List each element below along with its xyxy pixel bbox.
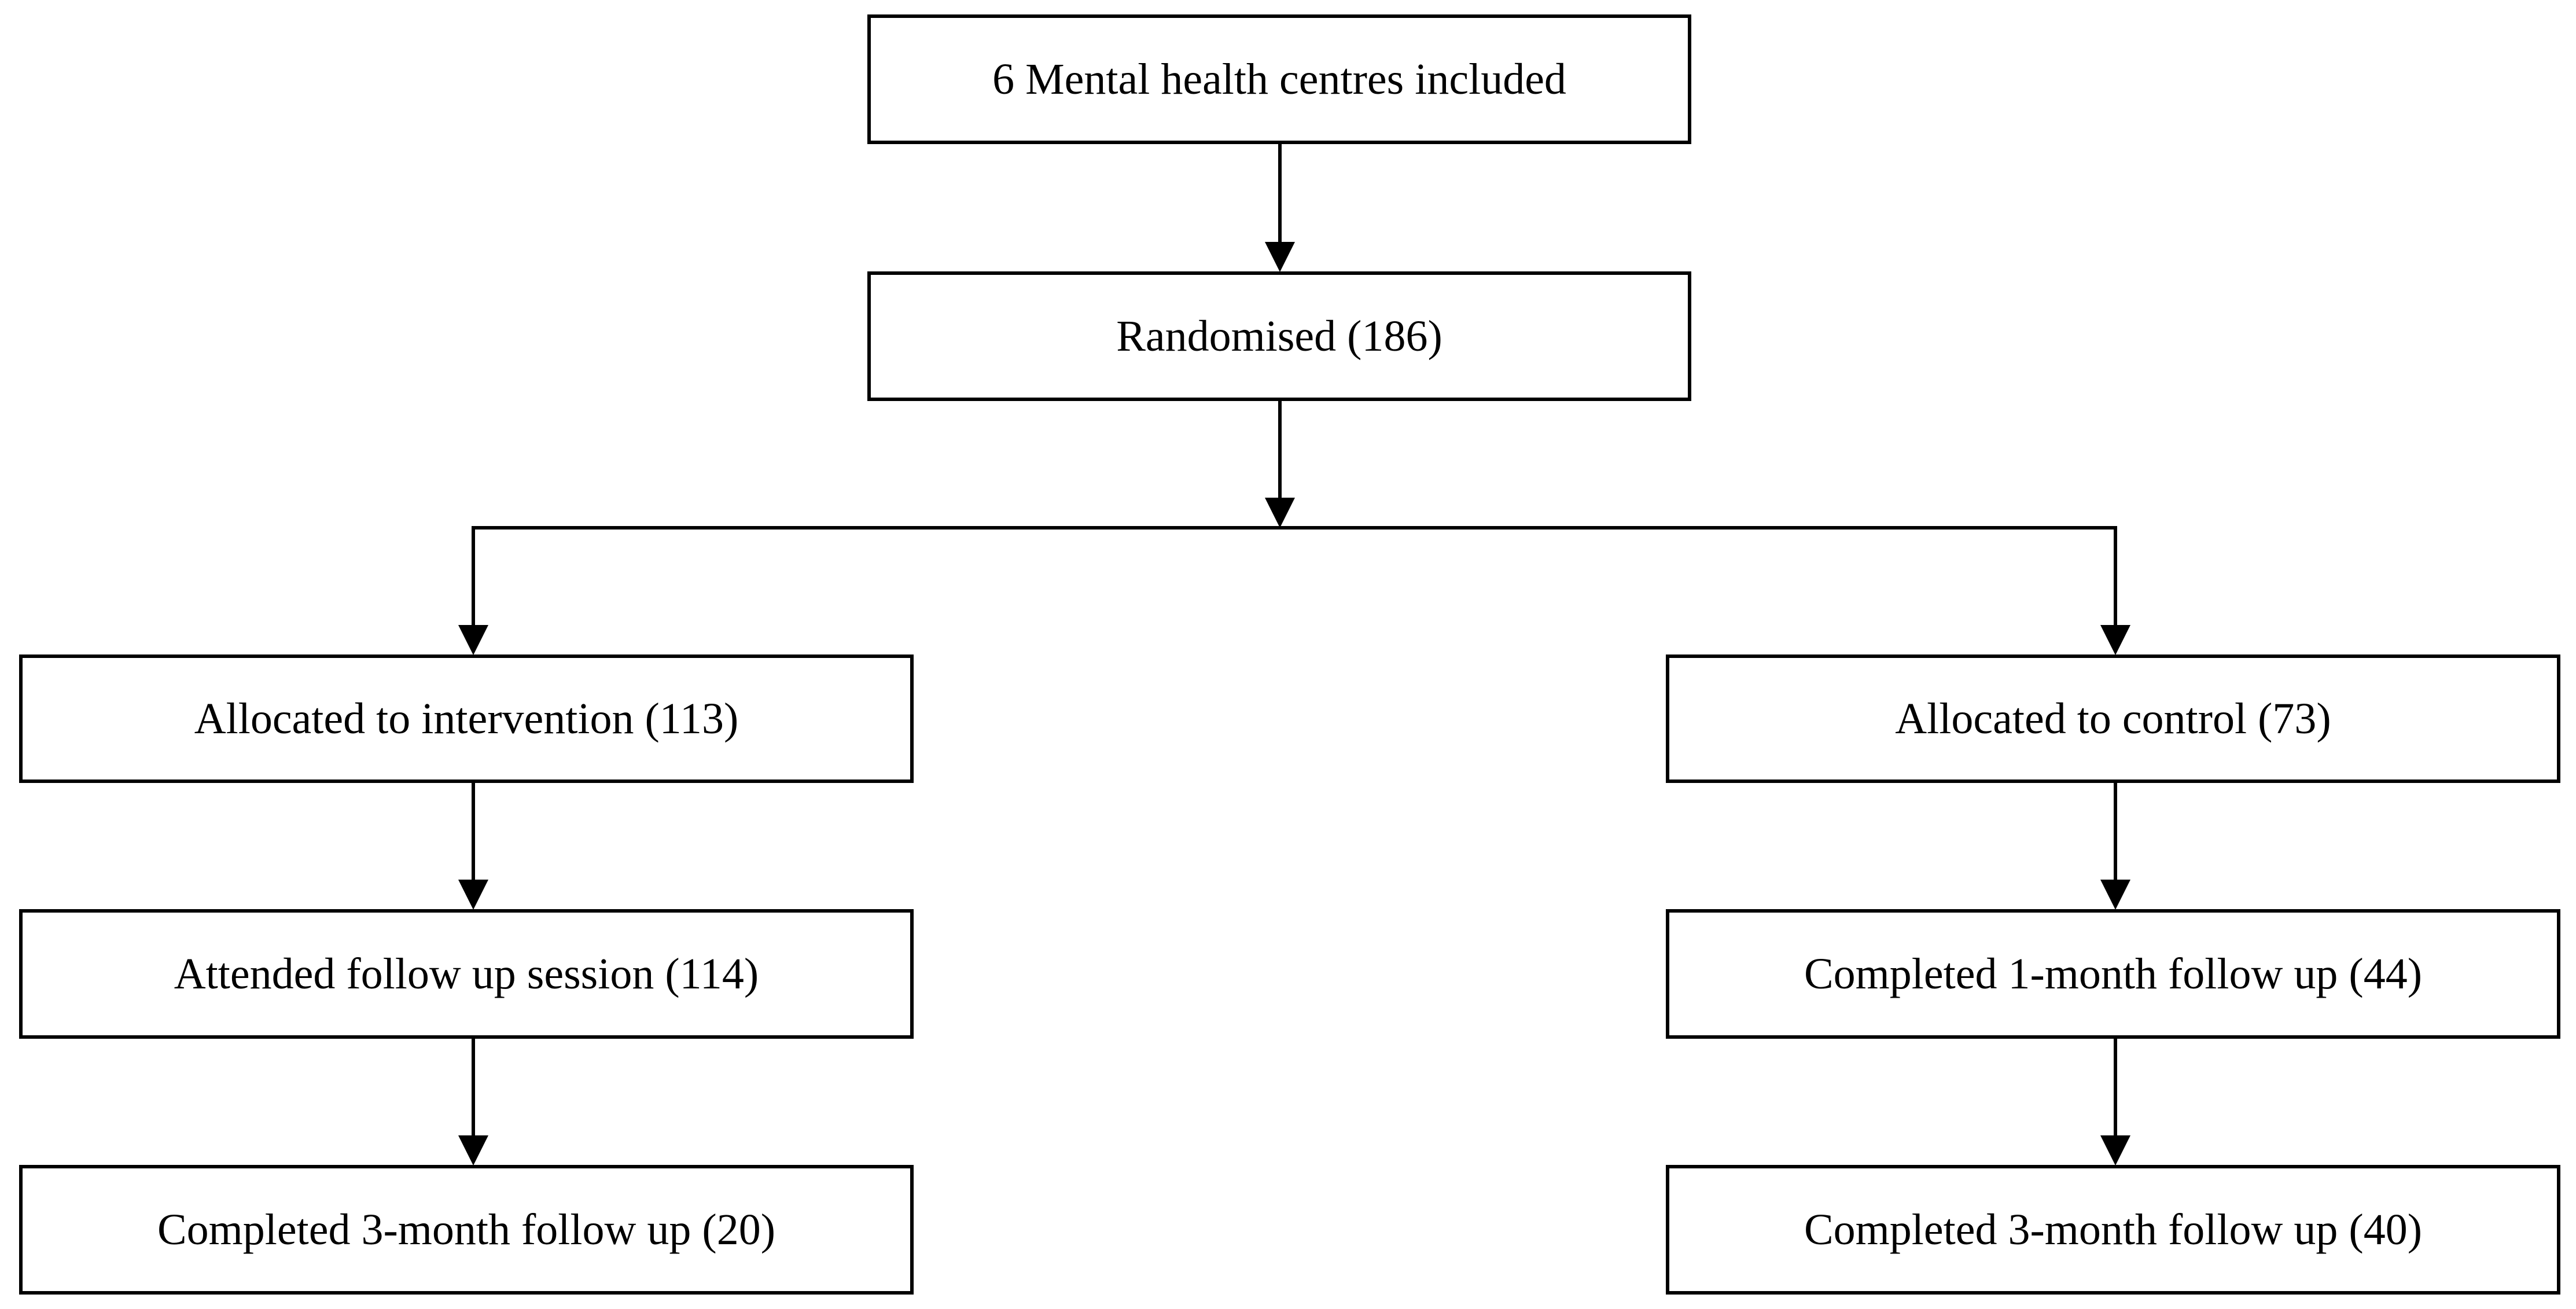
arrowhead-ctrl-followup-1m	[2100, 880, 2130, 910]
node-int-followup: Attended follow up session (114)	[19, 909, 914, 1039]
arrowhead-int-3m	[458, 1135, 488, 1165]
node-intervention: Allocated to intervention (113)	[19, 654, 914, 783]
node-ctrl-followup-1m-label: Completed 1-month follow up (44)	[1804, 950, 2422, 998]
node-centres: 6 Mental health centres included	[867, 14, 1691, 144]
node-centres-box	[867, 14, 1691, 144]
arrowhead-intervention	[458, 625, 488, 655]
node-intervention-label: Allocated to intervention (113)	[194, 694, 739, 743]
connectors	[458, 144, 2130, 1165]
node-int-followup-3m: Completed 3-month follow up (20)	[19, 1165, 914, 1295]
node-control-label: Allocated to control (73)	[1895, 694, 2331, 743]
node-ctrl-followup-3m-label: Completed 3-month follow up (40)	[1804, 1205, 2422, 1254]
node-centres-label: 6 Mental health centres included	[992, 55, 1566, 104]
arrowhead-split	[1265, 498, 1295, 528]
node-control: Allocated to control (73)	[1666, 654, 2560, 783]
arrowhead-ctrl-3m	[2100, 1135, 2130, 1165]
arrowhead-control	[2100, 625, 2130, 655]
node-randomised-box	[867, 271, 1691, 401]
node-ctrl-followup-3m-box	[1666, 1165, 2560, 1295]
node-int-followup-3m-box	[19, 1165, 914, 1295]
node-int-followup-box	[19, 909, 914, 1039]
node-intervention-box	[19, 654, 914, 783]
arrowhead-randomised	[1265, 242, 1295, 272]
node-ctrl-followup-1m: Completed 1-month follow up (44)	[1666, 909, 2560, 1039]
node-ctrl-followup-3m: Completed 3-month follow up (40)	[1666, 1165, 2560, 1295]
node-control-box	[1666, 654, 2560, 783]
node-ctrl-followup-1m-box	[1666, 909, 2560, 1039]
node-int-followup-3m-label: Completed 3-month follow up (20)	[157, 1205, 775, 1254]
node-int-followup-label: Attended follow up session (114)	[174, 950, 759, 998]
node-randomised-label: Randomised (186)	[1116, 312, 1442, 361]
arrowhead-int-followup	[458, 880, 488, 910]
node-randomised: Randomised (186)	[867, 271, 1691, 401]
